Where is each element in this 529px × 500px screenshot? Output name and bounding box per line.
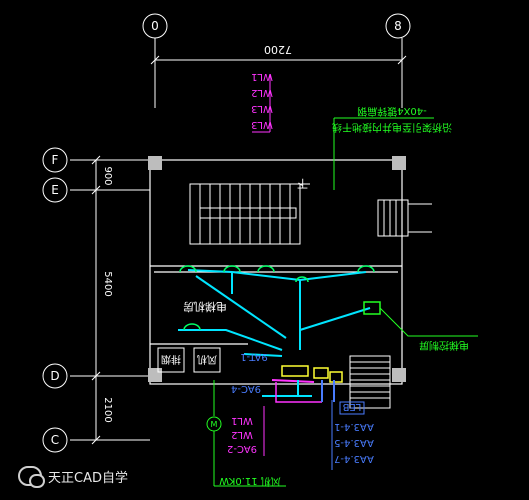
svg-text:排烟: 排烟 bbox=[161, 353, 181, 366]
svg-text:8: 8 bbox=[394, 19, 402, 33]
fan-motor: M bbox=[206, 380, 286, 487]
svg-text:C: C bbox=[51, 433, 59, 447]
axis-bubble-F: F bbox=[42, 147, 68, 173]
axis-bubble-D: D bbox=[42, 363, 68, 389]
leb-box bbox=[339, 401, 365, 415]
axis-bubble-C: C bbox=[42, 427, 68, 453]
elevator-panel-label: 电梯控制屏 bbox=[419, 339, 469, 352]
distribution-panels bbox=[271, 365, 343, 403]
watermark: 天正CAD自学 bbox=[18, 466, 128, 488]
stair-mark: 下 bbox=[297, 177, 308, 190]
svg-text:0: 0 bbox=[151, 19, 159, 33]
panel-label-apt1: 9AT-1 bbox=[240, 351, 268, 362]
svg-text:WL2: WL2 bbox=[251, 87, 273, 98]
staircase bbox=[189, 183, 310, 245]
riser-label-line2: 沿桥架引至电井内接地干线 bbox=[332, 121, 452, 134]
svg-text:WL3: WL3 bbox=[251, 103, 273, 114]
svg-text:风机: 风机 bbox=[197, 353, 217, 366]
svg-text:WL3: WL3 bbox=[251, 119, 273, 130]
room-label-elevator: 电梯机房 bbox=[183, 300, 227, 314]
svg-text:M: M bbox=[211, 420, 218, 429]
svg-text:E: E bbox=[51, 183, 59, 197]
wechat-icon bbox=[18, 466, 45, 488]
svg-text:WL1: WL1 bbox=[251, 71, 273, 82]
svg-text:9AC-2: 9AC-2 bbox=[227, 443, 257, 454]
elevator-panel-box bbox=[363, 301, 478, 337]
room-exhaust: 排烟 bbox=[157, 347, 185, 373]
right-stair bbox=[377, 199, 432, 237]
panel-label-apc4: 9AC-4 bbox=[231, 383, 261, 394]
top-span-label: 7200 bbox=[264, 43, 292, 56]
svg-text:AA3.4-5: AA3.4-5 bbox=[334, 437, 374, 448]
fan-power-label: 风机 11.0KW bbox=[219, 475, 281, 488]
riser-leader bbox=[333, 117, 434, 190]
lower-right-stair bbox=[349, 355, 391, 409]
bottom-circuit-labels: WL1 WL2 9AC-2 bbox=[227, 406, 265, 456]
dim-left-middle: 5400 bbox=[102, 271, 113, 296]
watermark-text: 天正CAD自学 bbox=[48, 470, 128, 486]
svg-text:AA3.4-7: AA3.4-7 bbox=[334, 453, 374, 464]
svg-text:AA3.4-1: AA3.4-1 bbox=[334, 421, 374, 432]
axis-bubble-top-right: 8 bbox=[385, 13, 411, 39]
svg-text:WL2: WL2 bbox=[231, 429, 253, 440]
dim-left-lower: 2100 bbox=[102, 397, 113, 422]
ceiling-lamps bbox=[179, 265, 375, 331]
axis-bubble-E: E bbox=[42, 177, 68, 203]
room-fan: 风机 bbox=[193, 347, 221, 373]
dim-left-upper: 900 bbox=[102, 166, 113, 185]
top-dimension bbox=[150, 38, 407, 108]
cyan-wiring bbox=[178, 269, 371, 397]
left-dimension bbox=[70, 155, 150, 445]
svg-text:F: F bbox=[52, 153, 59, 167]
riser-label-line1: -40X4镀锌扁钢 bbox=[357, 105, 427, 118]
svg-text:WL1: WL1 bbox=[231, 415, 253, 426]
top-circuit-labels: WL1 WL2 WL3 WL3 bbox=[251, 71, 273, 133]
svg-text:D: D bbox=[50, 369, 59, 383]
axis-bubble-top-left: 0 bbox=[142, 13, 168, 39]
panel-label-leb: LEB bbox=[342, 401, 361, 412]
right-circuit-labels: AA3.4-1 AA3.4-5 AA3.4-7 bbox=[331, 400, 374, 470]
